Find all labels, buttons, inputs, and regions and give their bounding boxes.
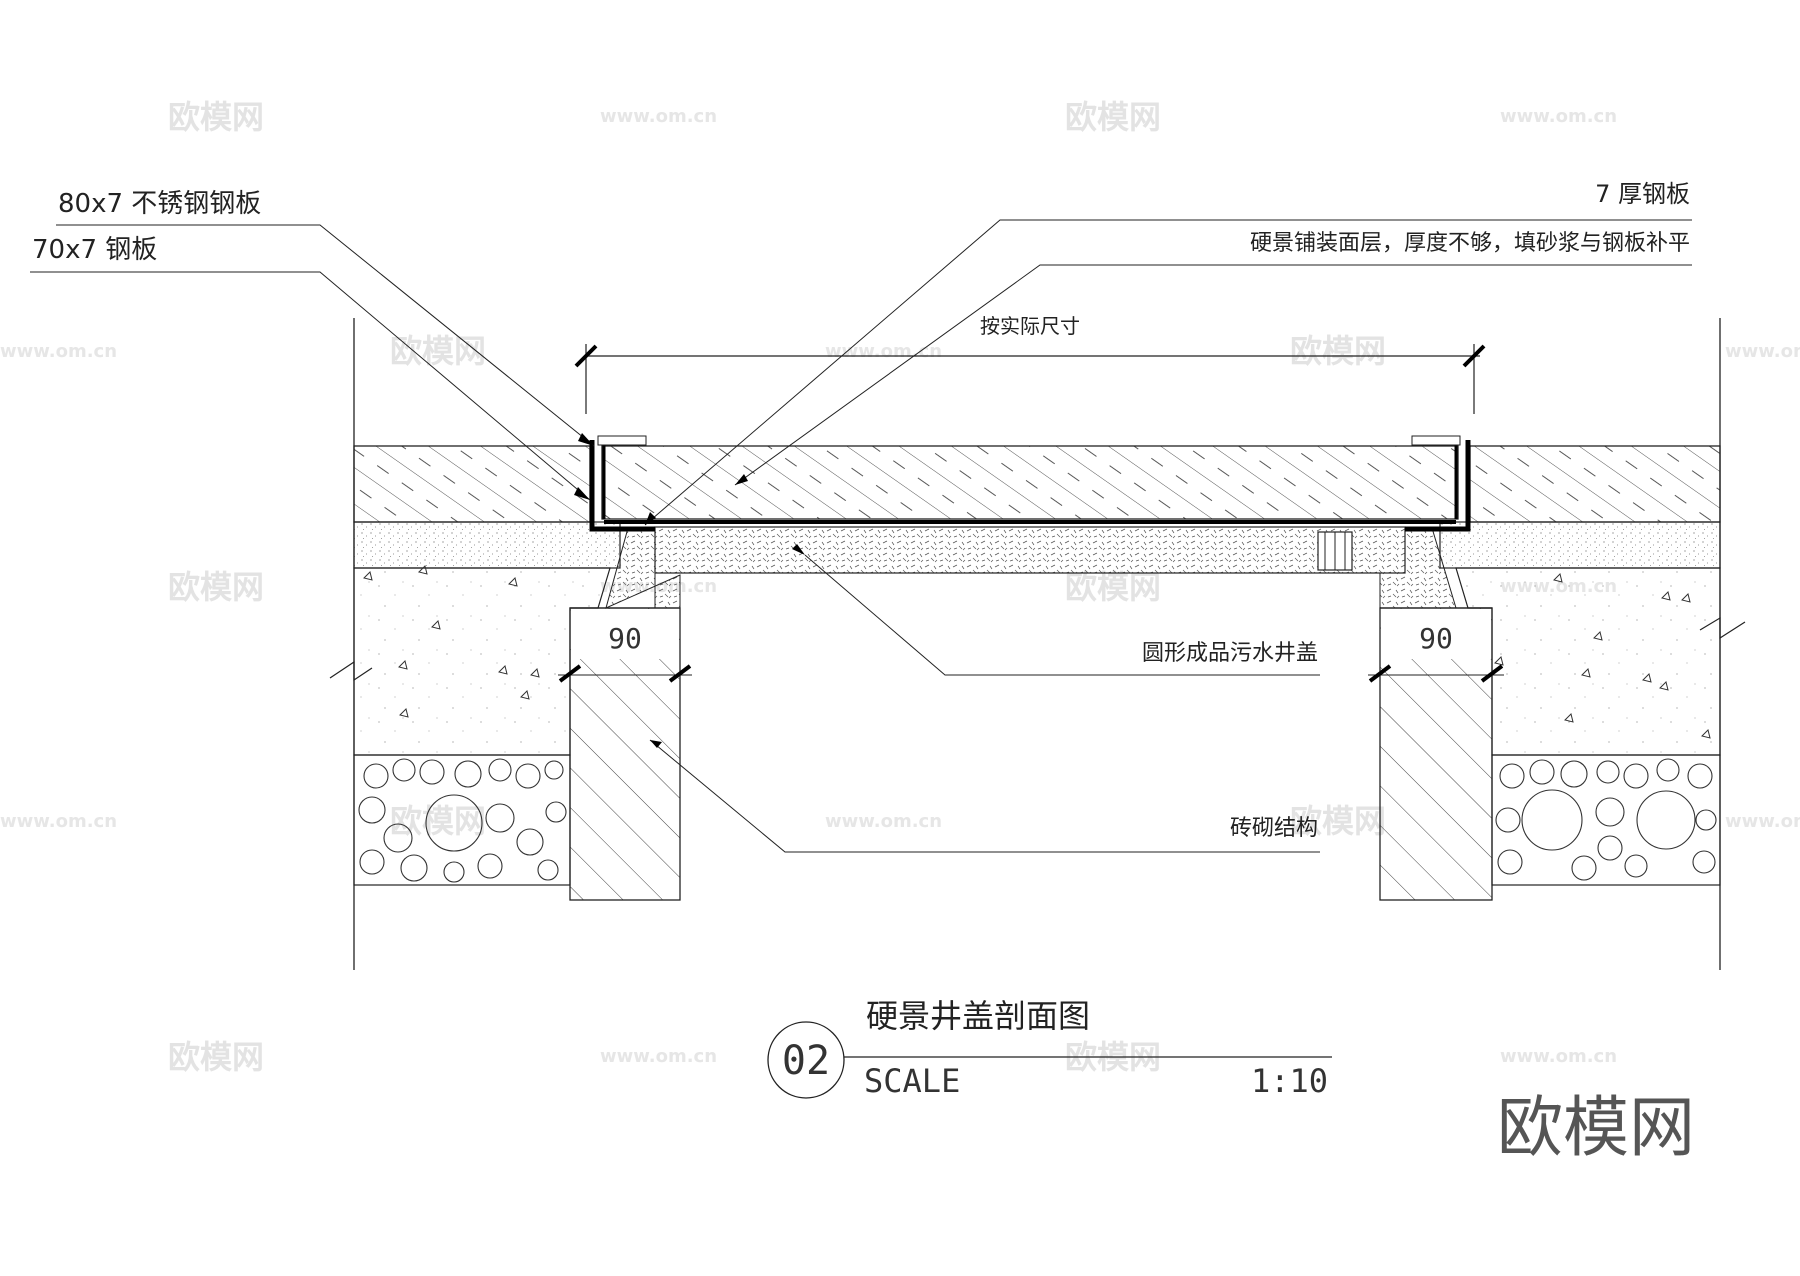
watermark-brand: 欧模网	[1290, 802, 1386, 840]
dimension-line	[574, 344, 1486, 414]
paving-layer	[353, 445, 1721, 523]
annotation-labels: 80x7 不锈钢钢板 70x7 钢板 7 厚钢板 硬景铺装面层，厚度不够，填砂浆…	[32, 180, 1690, 841]
scale-label: SCALE	[864, 1062, 960, 1100]
watermark-brand: 欧模网	[390, 332, 486, 370]
drawing-title: 硬景井盖剖面图	[866, 997, 1090, 1035]
watermark-url: www.om.cn	[600, 106, 717, 127]
watermark-brand: 欧模网	[168, 98, 264, 136]
leader-arrows	[574, 433, 805, 748]
leader-lines	[30, 219, 1692, 853]
watermark-url: www.om.cn	[0, 811, 117, 832]
label-manhole-cover: 圆形成品污水井盖	[1142, 641, 1318, 666]
watermark-url: www.om.cn	[1725, 341, 1800, 362]
watermark-url: www.om.cn	[600, 1046, 717, 1067]
watermark-brand: 欧模网	[168, 568, 264, 606]
title-block: 02 硬景井盖剖面图 SCALE 1:10	[767, 997, 1332, 1100]
label-wall-width-left: 90	[608, 622, 642, 655]
corner-logo: 欧模网	[1497, 1089, 1695, 1166]
watermark-url: www.om.cn	[1500, 1046, 1617, 1067]
watermark-brand: 欧模网	[1065, 568, 1161, 606]
manhole-cover	[605, 526, 1457, 609]
steel-frame	[589, 440, 1471, 532]
watermark-brand: 欧模网	[168, 1038, 264, 1076]
watermark-brand: 欧模网	[390, 802, 486, 840]
frame-lips	[597, 435, 1461, 446]
title-number-circle	[767, 1021, 845, 1099]
label-steel-plate-70: 70x7 钢板	[32, 235, 157, 265]
scale-value: 1:10	[1251, 1062, 1328, 1100]
concrete-base	[329, 565, 1746, 756]
watermark-url: www.om.cn	[825, 341, 942, 362]
gravel-layer	[353, 754, 1721, 886]
label-dimension: 按实际尺寸	[980, 314, 1080, 338]
brick-walls	[558, 607, 1504, 901]
watermark-url: www.om.cn	[1725, 811, 1800, 832]
watermark-brand: 欧模网	[1065, 98, 1161, 136]
label-paving-note: 硬景铺装面层，厚度不够，填砂浆与钢板补平	[1250, 231, 1690, 256]
title-number: 02	[782, 1038, 830, 1084]
watermark-brand: 欧模网	[1290, 332, 1386, 370]
watermark-url: www.om.cn	[825, 811, 942, 832]
label-brick-structure: 砖砌结构	[1230, 816, 1318, 841]
label-steel-plate-7: 7 厚钢板	[1595, 180, 1690, 208]
label-stainless-plate: 80x7 不锈钢钢板	[58, 189, 261, 219]
watermark-url: www.om.cn	[1500, 106, 1617, 127]
label-wall-width-right: 90	[1419, 622, 1453, 655]
watermark-url: www.om.cn	[0, 341, 117, 362]
sand-layer	[353, 521, 1721, 569]
